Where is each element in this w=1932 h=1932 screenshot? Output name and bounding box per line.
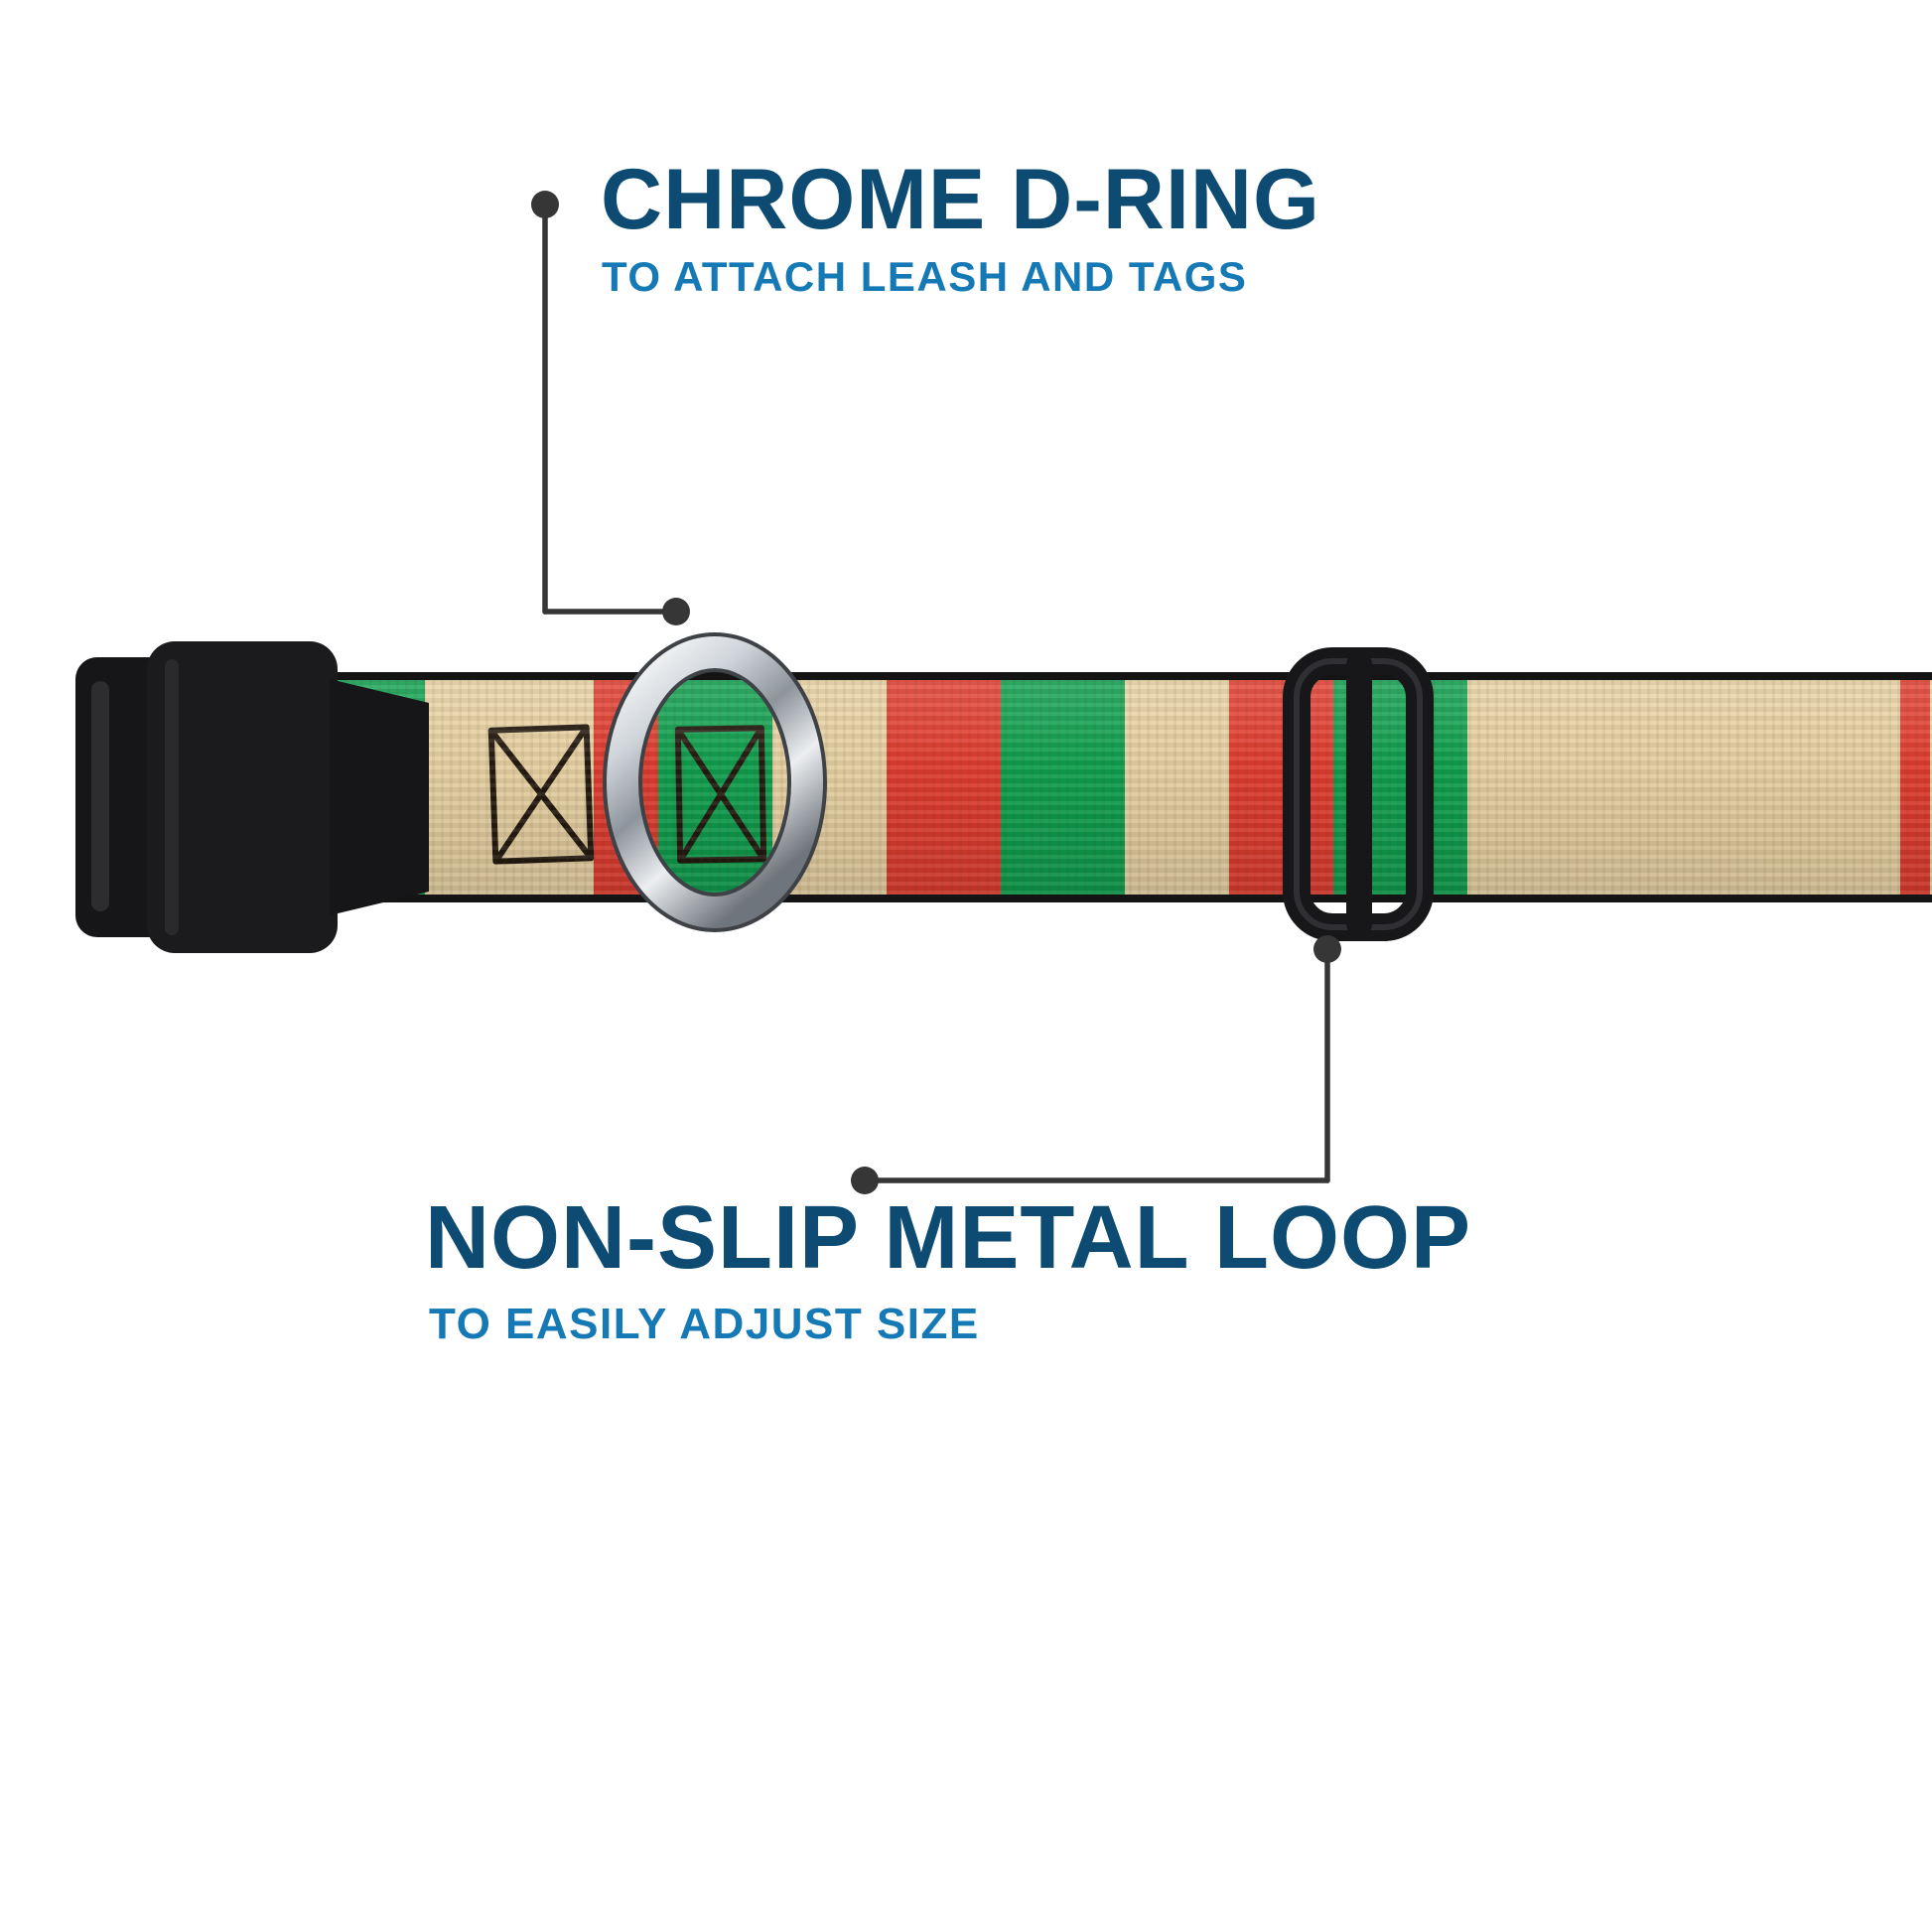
buckle-highlight <box>91 681 109 911</box>
collar-strap <box>316 672 1932 902</box>
metal-loop-callout-title: NON-SLIP METAL LOOP <box>425 1188 1472 1288</box>
collar-stripe-red <box>1229 680 1333 895</box>
d-ring-callout-title: CHROME D-RING <box>601 152 1320 247</box>
collar-stripe-red <box>1900 680 1930 895</box>
callout-dot <box>662 598 690 625</box>
buckle <box>75 641 429 953</box>
collar-stripe-tan <box>1467 680 1900 895</box>
stitch-patch <box>674 725 767 864</box>
slider-center-bar <box>1346 653 1372 935</box>
collar-stripe-red <box>887 680 1001 895</box>
stitch-patch <box>487 724 595 865</box>
d-ring-callout-subtitle: TO ATTACH LEASH AND TAGS <box>602 253 1248 300</box>
buckle-highlight <box>165 659 179 935</box>
d-ring-chrome <box>607 636 823 928</box>
metal-loop-callout-subtitle: TO EASILY ADJUST SIZE <box>429 1300 980 1348</box>
d-ring <box>603 632 827 932</box>
collar-stripe-green <box>1001 680 1125 895</box>
buckle-neck <box>330 679 429 915</box>
tri-glide-slider <box>1283 647 1434 941</box>
callout-dot <box>531 191 559 218</box>
buckle-body <box>147 641 338 953</box>
collar-stripe-tan <box>1125 680 1229 895</box>
